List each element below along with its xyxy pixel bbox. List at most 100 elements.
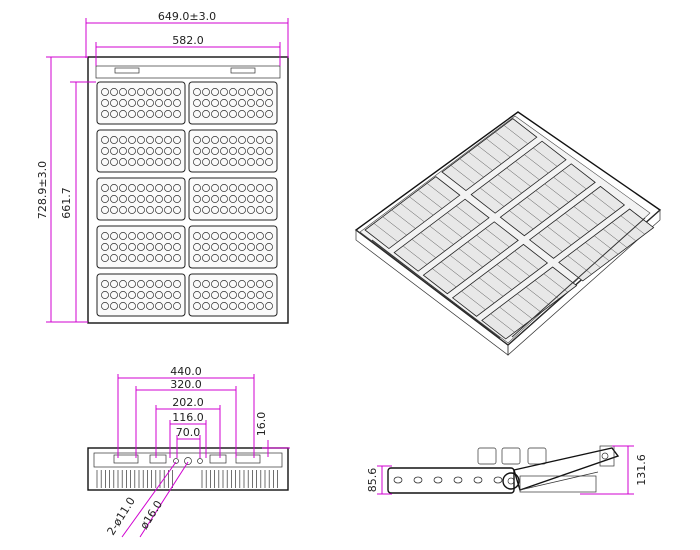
led-module bbox=[188, 129, 278, 173]
led-lens bbox=[211, 291, 219, 299]
led-lens bbox=[164, 206, 172, 214]
led-lens bbox=[265, 136, 273, 144]
iso-lens-row bbox=[456, 205, 481, 225]
mounting-hole bbox=[473, 476, 483, 484]
mounting-hole bbox=[453, 476, 463, 484]
iso-lens-row bbox=[487, 270, 513, 290]
led-lens bbox=[247, 206, 255, 214]
dim-overall-width: 649.0±3.0 bbox=[158, 10, 216, 23]
iso-lens-row bbox=[564, 212, 590, 232]
led-lens bbox=[137, 184, 145, 192]
led-lens bbox=[211, 147, 219, 155]
led-lens bbox=[220, 99, 228, 107]
led-lens bbox=[202, 195, 210, 203]
led-lens bbox=[220, 147, 228, 155]
iso-lens-row bbox=[447, 212, 472, 232]
led-lens bbox=[265, 195, 273, 203]
led-lens bbox=[119, 302, 127, 310]
led-module bbox=[96, 81, 186, 125]
iso-lens-row bbox=[517, 203, 543, 223]
led-lens bbox=[265, 147, 273, 155]
led-lens bbox=[101, 280, 109, 288]
led-lens bbox=[164, 254, 172, 262]
led-lens bbox=[164, 195, 172, 203]
led-lens bbox=[173, 88, 181, 96]
iso-lens-row bbox=[567, 255, 592, 275]
led-lens bbox=[110, 302, 118, 310]
led-lens bbox=[173, 232, 181, 240]
led-lens bbox=[146, 232, 154, 240]
led-lens bbox=[173, 302, 181, 310]
led-lens bbox=[202, 302, 210, 310]
led-lens bbox=[101, 136, 109, 144]
led-lens bbox=[238, 254, 246, 262]
led-lens bbox=[155, 110, 163, 118]
led-lens bbox=[137, 280, 145, 288]
iso-lens-row bbox=[499, 306, 524, 326]
led-lens bbox=[247, 110, 255, 118]
led-lens bbox=[146, 243, 154, 251]
led-lens bbox=[128, 232, 136, 240]
led-lens bbox=[173, 158, 181, 166]
led-lens bbox=[265, 232, 273, 240]
led-lens bbox=[229, 243, 237, 251]
led-lens bbox=[238, 232, 246, 240]
led-lens bbox=[202, 136, 210, 144]
led-lens bbox=[146, 184, 154, 192]
led-lens bbox=[101, 110, 109, 118]
led-lens bbox=[265, 110, 273, 118]
iso-lens-row bbox=[411, 239, 437, 258]
led-lens bbox=[164, 158, 172, 166]
led-lens bbox=[256, 158, 264, 166]
iso-lens-row bbox=[400, 203, 425, 223]
led-lens bbox=[164, 99, 172, 107]
led-lens bbox=[110, 195, 118, 203]
iso-lens-row bbox=[533, 147, 558, 167]
led-lens bbox=[193, 99, 201, 107]
dim-16: 16.0 bbox=[255, 412, 268, 437]
iso-lens-row bbox=[391, 209, 416, 229]
led-lens bbox=[137, 232, 145, 240]
led-lens bbox=[101, 147, 109, 155]
iso-lens-row bbox=[524, 154, 549, 174]
iso-lens-row bbox=[490, 313, 515, 333]
iso-lens-row bbox=[582, 199, 607, 219]
led-lens bbox=[229, 136, 237, 144]
led-lens bbox=[193, 147, 201, 155]
iso-lens-row bbox=[547, 226, 572, 246]
led-lens bbox=[110, 110, 118, 118]
led-lens bbox=[173, 291, 181, 299]
iso-lens-row bbox=[477, 145, 502, 165]
bottom-view bbox=[87, 447, 289, 491]
dim-inner-width: 582.0 bbox=[172, 34, 204, 47]
led-lens bbox=[173, 147, 181, 155]
led-lens bbox=[173, 136, 181, 144]
dim-inner-height: 661.7 bbox=[60, 187, 73, 219]
led-lens bbox=[146, 110, 154, 118]
led-module-grid bbox=[96, 81, 278, 317]
led-lens bbox=[164, 136, 172, 144]
led-lens bbox=[193, 206, 201, 214]
led-lens bbox=[110, 158, 118, 166]
led-lens bbox=[211, 254, 219, 262]
led-module bbox=[188, 273, 278, 317]
led-lens bbox=[128, 184, 136, 192]
led-lens bbox=[247, 99, 255, 107]
led-lens bbox=[128, 99, 136, 107]
iso-lens-row bbox=[488, 181, 514, 200]
front-dimensions bbox=[46, 18, 289, 323]
led-lens bbox=[265, 99, 273, 107]
led-lens bbox=[173, 195, 181, 203]
led-lens bbox=[211, 158, 219, 166]
led-lens bbox=[110, 280, 118, 288]
led-lens bbox=[202, 184, 210, 192]
led-lens bbox=[211, 243, 219, 251]
iso-lens-row bbox=[594, 235, 619, 255]
front-view bbox=[87, 56, 289, 324]
led-lens bbox=[146, 195, 154, 203]
iso-lens-row bbox=[505, 257, 530, 277]
led-lens bbox=[128, 206, 136, 214]
led-lens bbox=[193, 195, 201, 203]
led-lens bbox=[238, 206, 246, 214]
led-lens bbox=[247, 243, 255, 251]
